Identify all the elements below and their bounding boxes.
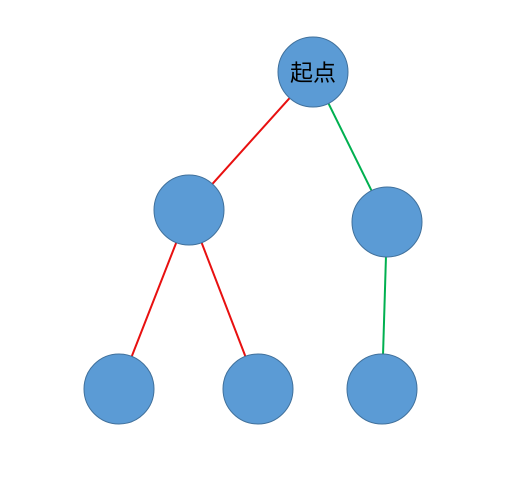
node-left-mid — [153, 174, 225, 246]
edge-root-left-mid — [211, 97, 291, 185]
node-root: 起点 — [277, 36, 349, 108]
node-root-circle — [277, 36, 349, 108]
node-right-bottom — [346, 353, 418, 425]
node-root-label: 起点 — [290, 61, 336, 87]
nodes-layer: 起点 — [83, 36, 423, 425]
node-left-right — [222, 353, 294, 425]
node-left-mid-circle — [153, 174, 225, 246]
edge-right-mid-right-bottom — [382, 256, 387, 355]
edge-left-mid-left-left — [130, 242, 178, 357]
edge-root-right-mid — [327, 102, 373, 192]
node-right-mid-circle — [351, 186, 423, 258]
node-right-mid — [351, 186, 423, 258]
node-right-bottom-circle — [346, 353, 418, 425]
node-left-left — [83, 353, 155, 425]
node-left-right-circle — [222, 353, 294, 425]
edge-left-mid-left-right — [200, 242, 247, 357]
edges-layer — [130, 97, 387, 357]
node-left-left-circle — [83, 353, 155, 425]
